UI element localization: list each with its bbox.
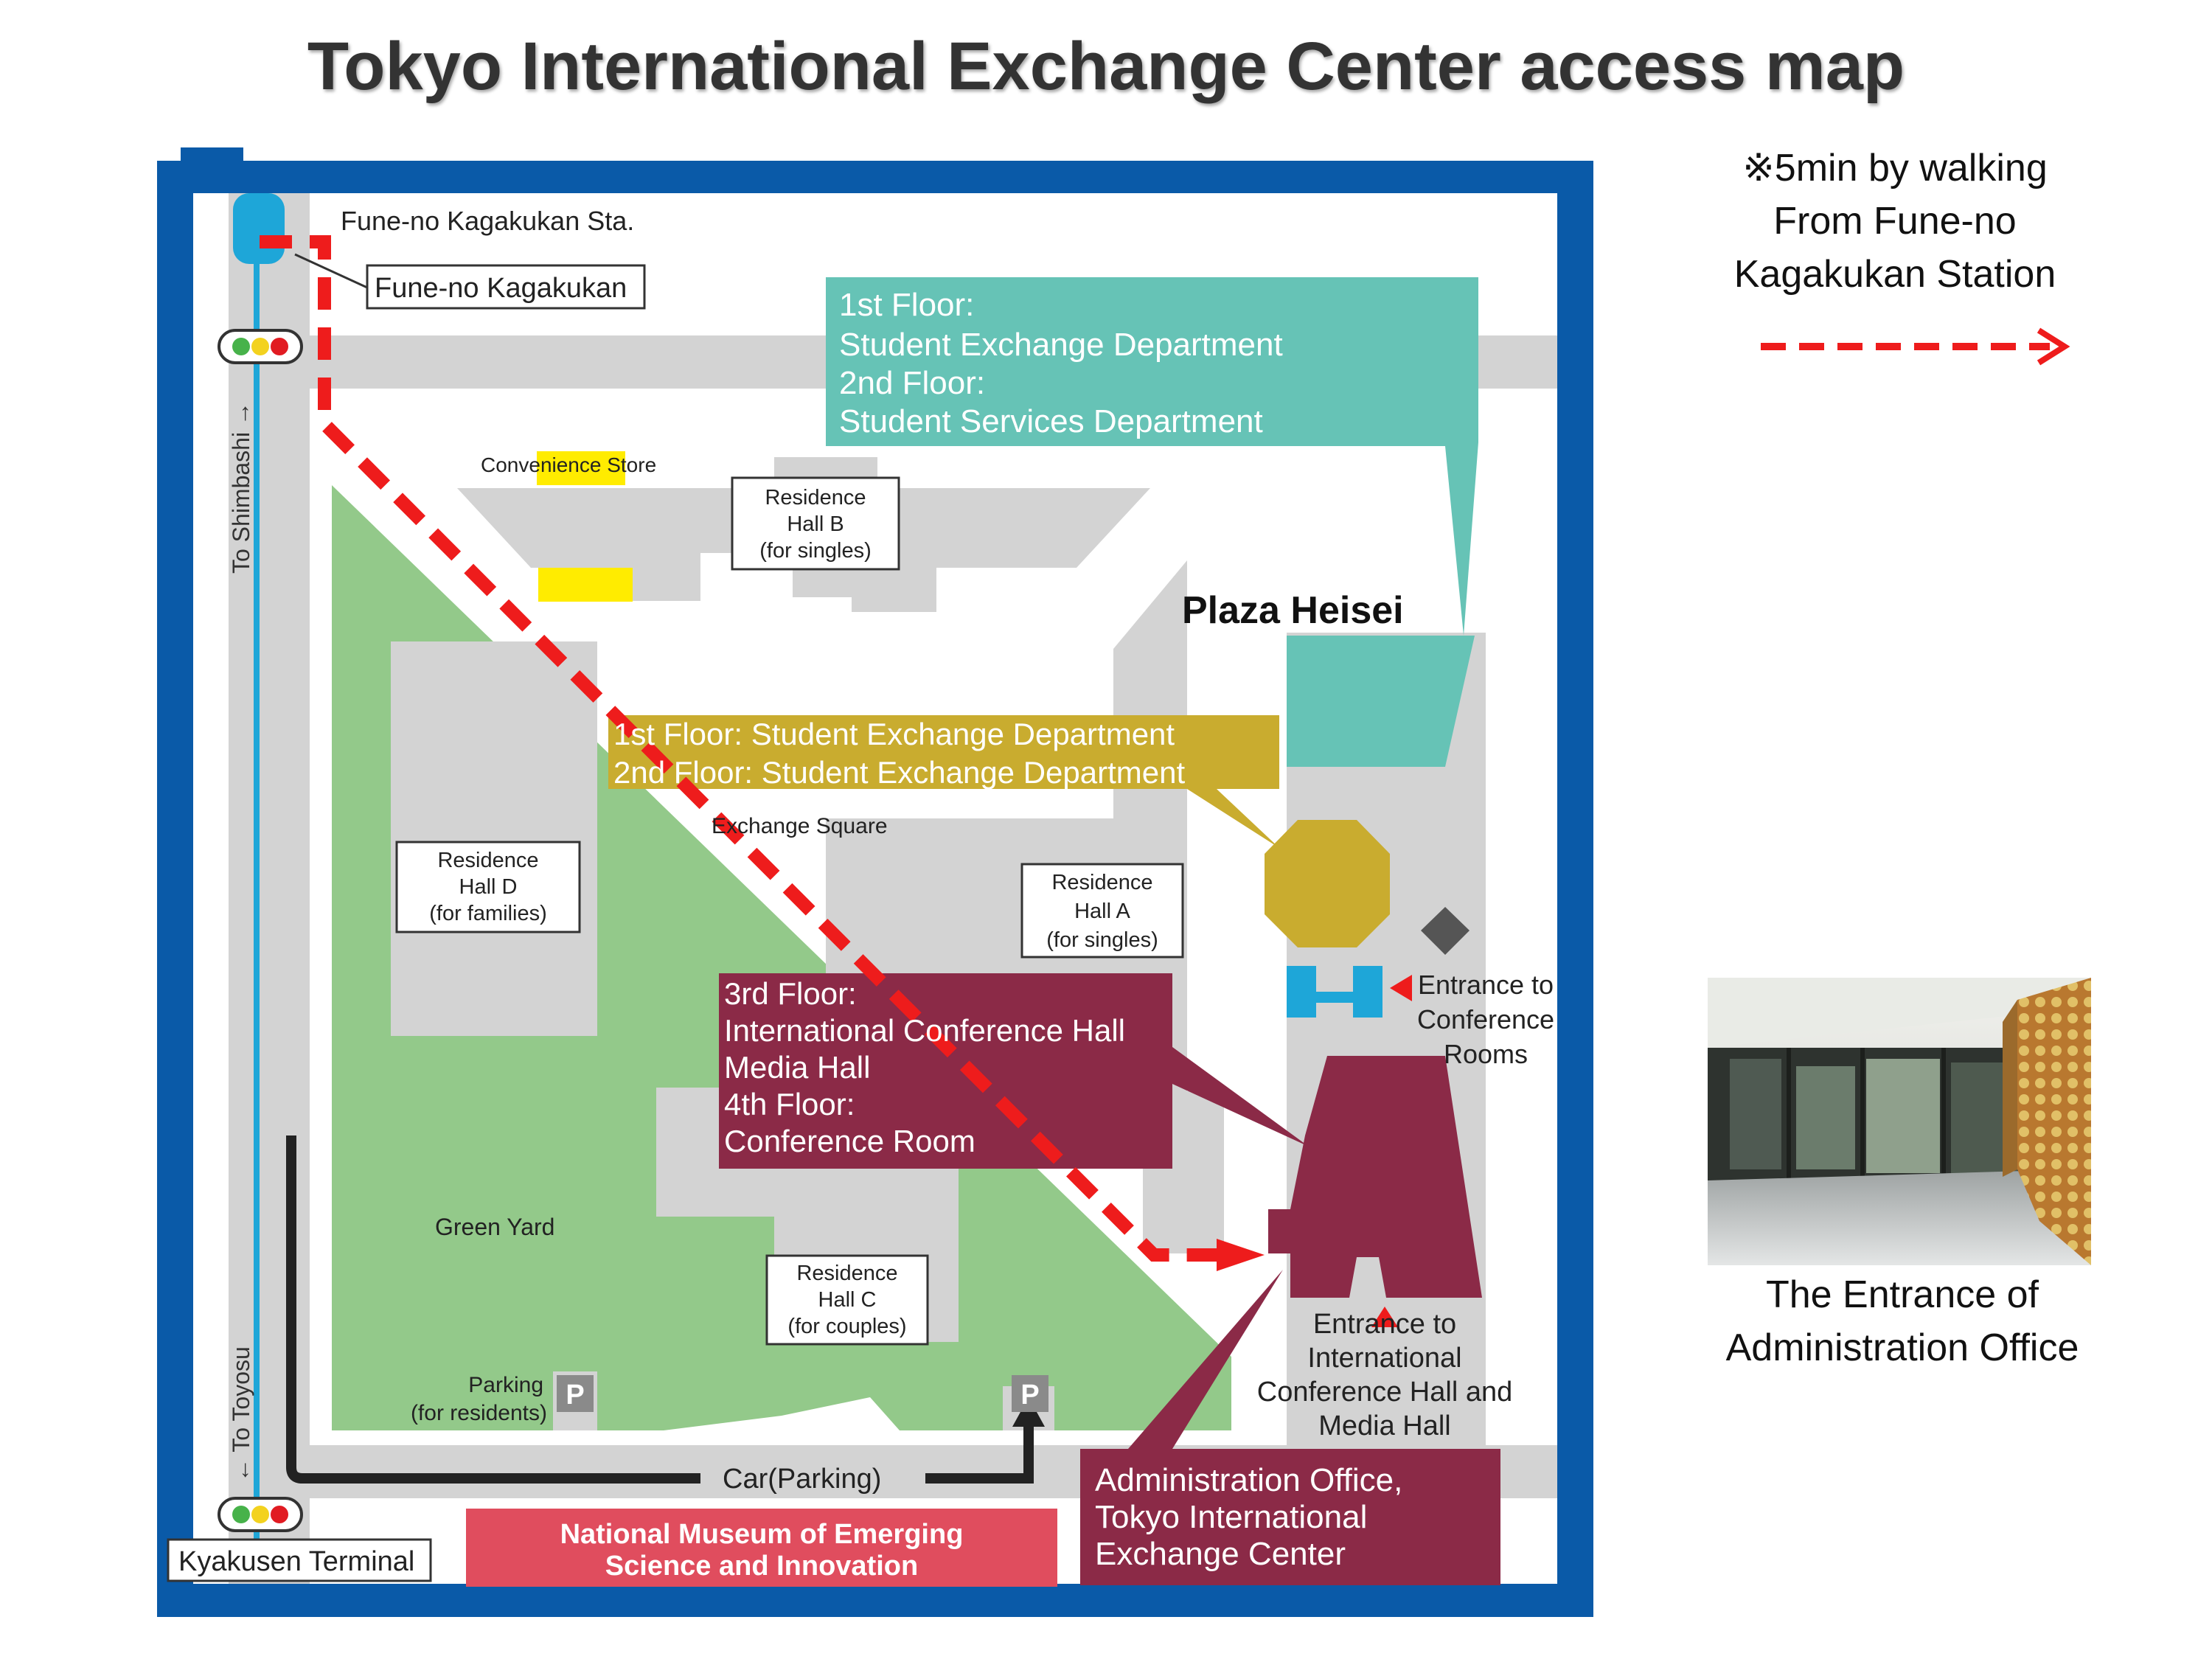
convenience-store-building <box>538 568 633 602</box>
teal-building <box>1287 636 1475 767</box>
parking-line2: (for residents) <box>411 1401 547 1425</box>
parking-icon: P <box>557 1375 594 1412</box>
museum-tag-label: Fune-no Kagakukan <box>375 273 627 304</box>
entrance-conf-line1: Entrance to <box>1418 970 1554 1000</box>
to-shimbashi-label: To Shimbashi → <box>228 402 254 574</box>
hall-b-line3: (for singles) <box>759 539 872 563</box>
entrance-photo <box>1708 978 2091 1265</box>
svg-text:P: P <box>1020 1380 1039 1411</box>
photo-caption-line1: The Entrance of <box>1766 1273 2039 1316</box>
hall-a-line3: (for singles) <box>1046 928 1158 952</box>
entrance-intl-line2: International <box>1307 1343 1461 1374</box>
entrance-photo-drawing <box>1708 978 2091 1265</box>
national-museum-line1: National Museum of Emerging <box>560 1519 964 1550</box>
photo-caption: The Entrance of Administration Office <box>1681 1268 2124 1374</box>
station-label: Fune-no Kagakukan Sta. <box>341 206 634 236</box>
car-parking-label: Car(Parking) <box>723 1464 881 1495</box>
convenience-highlight <box>537 451 625 485</box>
access-map: P P Fune-no Kagakukan Sta. Fune-no Kagak… <box>157 147 1593 1617</box>
teal-line1: 1st Floor: <box>839 287 974 323</box>
svg-text:P: P <box>566 1380 584 1411</box>
walking-note-line3: Kagakukan Station <box>1733 253 2056 296</box>
entrance-intl-line1: Entrance to <box>1313 1309 1456 1340</box>
hall-b-label-box <box>731 476 900 571</box>
red-triangle-icon <box>1390 975 1412 1001</box>
hall-a-line1: Residence <box>1051 871 1152 894</box>
hall-c-line3: (for couples) <box>787 1315 906 1338</box>
car-route <box>286 1135 700 1484</box>
admin-callout <box>1080 1270 1500 1585</box>
green-yard-label: Green Yard <box>435 1214 554 1240</box>
traffic-light-icon <box>218 1497 303 1532</box>
hall-d-line2: Hall D <box>459 875 518 899</box>
plaza-heisei-label: Plaza Heisei <box>1182 589 1404 632</box>
parking-icon: P <box>1012 1375 1048 1412</box>
rail-line <box>254 193 260 1565</box>
octagon-building <box>1265 820 1390 947</box>
entrance-intl-line4: Media Hall <box>1318 1411 1451 1441</box>
walking-note-line1: ※5min by walking <box>1742 147 2048 189</box>
hall-d-label-box <box>395 841 581 933</box>
walking-note-line2: From Fune-no <box>1773 200 2017 243</box>
hall-c-line1: Residence <box>796 1262 897 1285</box>
convenience-label: Convenience Store <box>481 453 656 476</box>
teal-line2: Student Exchange Department <box>839 327 1283 363</box>
hall-b-line1: Residence <box>765 486 866 509</box>
hall-c-line2: Hall C <box>818 1288 877 1312</box>
hall-a-label-box <box>1020 863 1184 959</box>
red-triangle-icon <box>1371 1307 1398 1327</box>
gold-line2: 2nd Floor: Student Exchange Department <box>613 755 1185 790</box>
maroon-line1: 3rd Floor: <box>724 976 857 1011</box>
hall-d-line1: Residence <box>437 849 538 872</box>
maroon-line2: International Conference Hall <box>724 1013 1125 1048</box>
gold-line1: 1st Floor: Student Exchange Department <box>613 717 1175 751</box>
gold-callout <box>608 715 1279 848</box>
kyakusen-box <box>167 1538 432 1582</box>
admin-line2: Tokyo International <box>1095 1499 1367 1535</box>
entrance-intl-line3: Conference Hall and <box>1257 1377 1512 1408</box>
national-museum-box <box>466 1509 1057 1587</box>
maroon-line4: 4th Floor: <box>724 1087 855 1121</box>
hall-d-line3: (for families) <box>429 902 547 925</box>
entrance-conf-line2: Conference <box>1417 1004 1554 1034</box>
photo-caption-line2: Administration Office <box>1725 1326 2079 1369</box>
parking-line1: Parking <box>468 1373 543 1397</box>
teal-line4: Student Services Department <box>839 403 1263 439</box>
admin-line1: Administration Office, <box>1095 1462 1402 1498</box>
teal-line3: 2nd Floor: <box>839 365 985 401</box>
national-museum-line2: Science and Innovation <box>605 1551 918 1582</box>
to-toyosu-label: ← To Toyosu <box>228 1346 254 1482</box>
museum-tag-box <box>366 264 646 310</box>
kyakusen-label: Kyakusen Terminal <box>178 1546 414 1577</box>
page-title: Tokyo International Exchange Center acce… <box>307 29 1905 104</box>
traffic-light-icon <box>218 329 303 364</box>
maroon-line5: Conference Room <box>724 1124 975 1158</box>
exchange-square-label: Exchange Square <box>712 814 888 838</box>
conference-hall-building <box>1268 1056 1482 1298</box>
conference-rooms-building <box>1287 966 1382 1018</box>
admin-line3: Exchange Center <box>1095 1536 1346 1572</box>
hall-c-label-box <box>765 1254 929 1346</box>
walking-note: ※5min by walking From Fune-no Kagakukan … <box>1696 142 2094 301</box>
route-legend-arrow-icon <box>1761 327 2070 366</box>
maroon-line3: Media Hall <box>724 1050 870 1085</box>
hall-a-line2: Hall A <box>1074 900 1130 923</box>
hall-b-line2: Hall B <box>787 512 844 536</box>
maroon-callout <box>719 973 1309 1169</box>
entrance-conf-line3: Rooms <box>1444 1039 1528 1069</box>
route-arrow-icon <box>1217 1239 1265 1271</box>
diamond-marker <box>1421 907 1470 955</box>
station-building <box>233 193 285 264</box>
teal-callout <box>826 277 1478 636</box>
hall-d-building <box>391 641 597 1036</box>
